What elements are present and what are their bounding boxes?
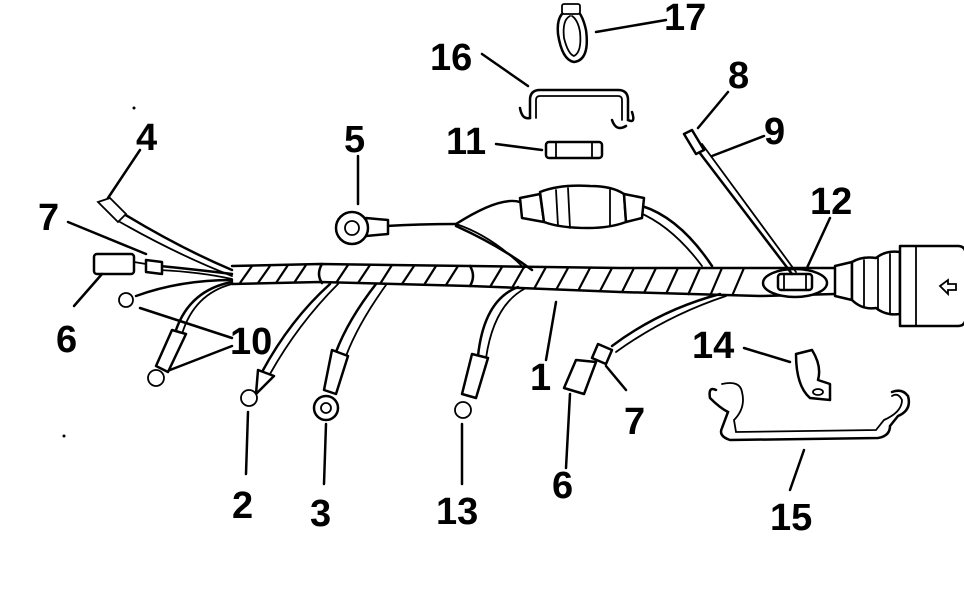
callout-8: 8 [728, 55, 749, 97]
wire-8-9 [682, 128, 797, 276]
callout-7-right: 7 [624, 401, 645, 443]
callout-6-right: 6 [552, 465, 573, 507]
callout-5: 5 [344, 119, 365, 161]
callout-3: 3 [310, 493, 331, 535]
callout-4: 4 [136, 117, 157, 159]
main-plug-connector [833, 244, 964, 328]
callout-12: 12 [810, 181, 852, 223]
fuse-11 [544, 140, 604, 160]
tie-strap-17 [556, 3, 588, 64]
callout-labels: 4 7 6 10 5 11 16 17 8 9 12 1 2 3 13 6 7 … [38, 0, 852, 539]
callout-17: 17 [664, 0, 706, 39]
branch-wire-2 [240, 282, 339, 407]
arrow-mark-icon [938, 278, 957, 297]
callout-13: 13 [436, 491, 478, 533]
callout-9: 9 [764, 111, 785, 153]
callout-11: 11 [446, 121, 486, 163]
harness-trunk [230, 262, 837, 298]
clip-16 [518, 88, 635, 130]
callout-1: 1 [530, 357, 551, 399]
branch-wire-13 [454, 285, 527, 419]
callout-7-left: 7 [38, 197, 59, 239]
scan-speck [62, 434, 66, 438]
callout-14: 14 [692, 325, 734, 367]
callout-15: 15 [770, 497, 812, 539]
left-end-wires [92, 196, 234, 387]
callout-6-left: 6 [56, 319, 77, 361]
fuse-holder-assembly [334, 184, 714, 272]
callout-10: 10 [230, 321, 272, 363]
branch-wire-6-7-right [562, 292, 727, 396]
callout-16: 16 [430, 37, 472, 79]
bracket-15 [708, 382, 911, 442]
callout-2: 2 [232, 485, 253, 527]
clip-14 [794, 348, 832, 402]
leader-lines [66, 18, 832, 492]
harness-clamp-12 [761, 267, 829, 299]
branch-wire-3 [312, 282, 387, 422]
scan-speck [132, 106, 136, 110]
sleeve-hatching [239, 264, 746, 297]
